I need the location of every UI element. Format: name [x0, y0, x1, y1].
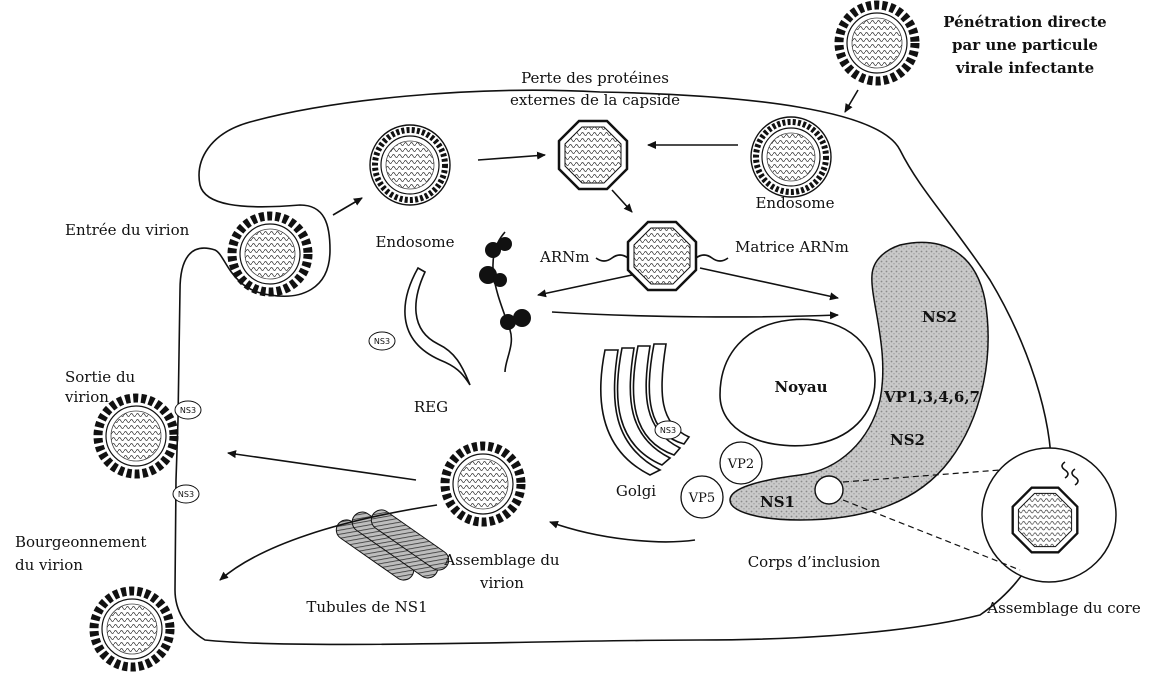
virion-exiting [98, 398, 174, 474]
svg-text:NS3: NS3 [180, 406, 196, 415]
penetration-label-3: virale infectante [955, 59, 1094, 77]
virion-top-right [839, 5, 915, 81]
noyau-label: Noyau [774, 378, 827, 396]
virion-endosome-left [370, 125, 450, 205]
assemblage-virion-label-2: virion [479, 574, 524, 592]
penetration-label-2: par une particule [952, 36, 1098, 54]
endosome-left-label: Endosome [375, 233, 454, 251]
entree-label: Entrée du virion [65, 221, 190, 239]
matrice-label: Matrice ARNm [735, 238, 849, 256]
capsid-mrna [596, 222, 728, 290]
arnm-label: ARNm [539, 248, 589, 266]
perte-label-1: Perte des protéines [521, 69, 669, 87]
reg-label: REG [414, 398, 448, 416]
virion-endosome-right [751, 117, 831, 197]
bourgeon-label-1: Bourgeonnement [15, 533, 146, 551]
reg-ns3-tag: NS3 [374, 337, 390, 346]
ns1-body-label: NS1 [760, 493, 795, 511]
golgi-apparatus: NS3 [601, 344, 689, 475]
polyribosome [479, 232, 531, 372]
golgi-ns3-tag: NS3 [660, 426, 676, 435]
ns1-tubules [332, 506, 452, 584]
tubules-label: Tubules de NS1 [306, 598, 427, 616]
ns2-mid-label: NS2 [890, 431, 925, 449]
vp-list-label: VP1,3,4,6,7 [883, 388, 980, 406]
virion-budding [94, 591, 170, 667]
golgi-label: Golgi [616, 482, 656, 500]
penetration-label-1: Pénétration directe [943, 13, 1106, 31]
membrane-ns3-tag-2: NS3 [173, 485, 199, 503]
vp2-label: VP2 [727, 457, 754, 472]
assemblage-core-label: Assemblage du core [986, 599, 1141, 617]
membrane-ns3-tag-1: NS3 [175, 401, 201, 419]
sortie-label-1: Sortie du [65, 368, 136, 386]
core-assembly-site [815, 476, 843, 504]
svg-text:NS3: NS3 [178, 490, 194, 499]
sortie-label-2: virion [64, 388, 109, 406]
assemblage-virion-label-1: Assemblage du [443, 551, 560, 569]
corps-label: Corps d’inclusion [748, 553, 881, 571]
bourgeon-label-2: du virion [15, 556, 83, 574]
virion-assembly [445, 446, 521, 522]
perte-label-2: externes de la capside [510, 91, 680, 109]
vp5-label: VP5 [688, 491, 715, 506]
virion-entering [232, 216, 308, 292]
reg-organelle: NS3 [369, 268, 470, 385]
endosome-right-label: Endosome [755, 194, 834, 212]
ns2-top-label: NS2 [922, 308, 957, 326]
capsid-uncoating [559, 121, 627, 189]
